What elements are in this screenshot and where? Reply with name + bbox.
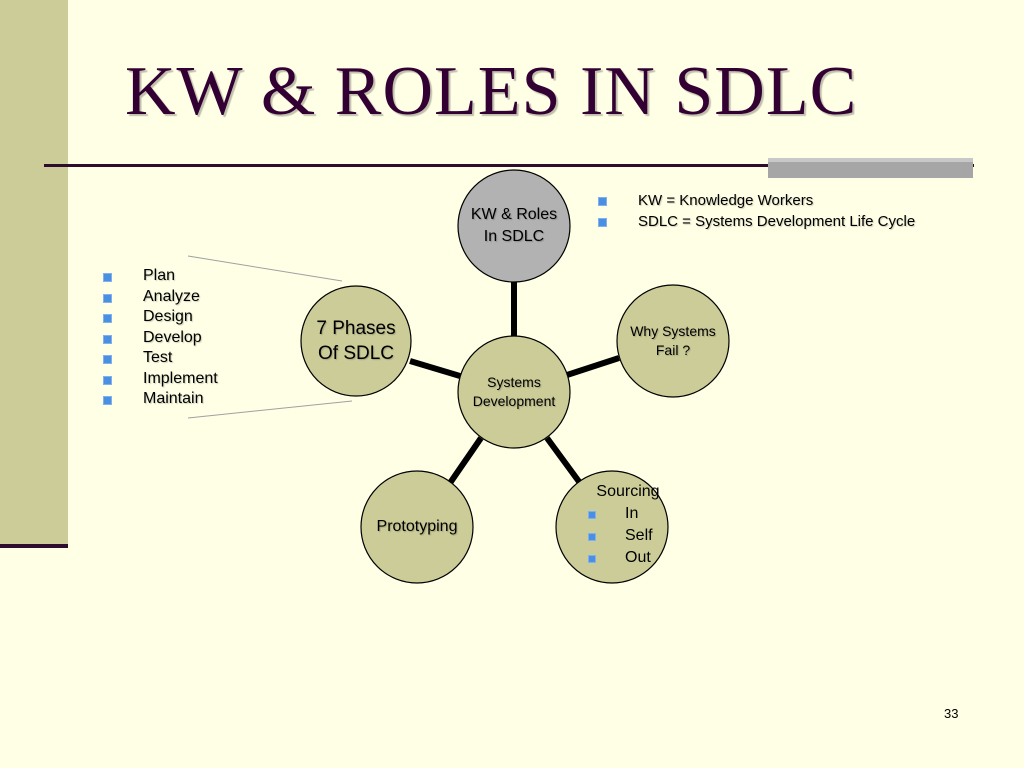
phase-item: Develop: [103, 328, 218, 349]
phase-item: Implement: [103, 369, 218, 390]
phases-list: Plan Analyze Design Develop Test Impleme…: [103, 266, 218, 410]
definition-sdlc: SDLC = Systems Development Life Cycle: [598, 211, 915, 232]
label-systems-development: Systems Development: [472, 374, 556, 409]
connector-left: [409, 358, 461, 379]
callout-line-bottom: [187, 400, 353, 419]
phase-item: Plan: [103, 266, 218, 287]
slide-title: KW & ROLES IN SDLC: [125, 53, 858, 130]
label-kw-roles: KW & Roles In SDLC: [470, 206, 558, 245]
label-prototyping: Prototyping: [376, 518, 458, 535]
node-seven-phases: [300, 285, 412, 397]
label-seven-phases: 7 Phases Of SDLC: [316, 318, 396, 364]
connector-bottom-right: [544, 436, 583, 485]
node-systems-development: [457, 335, 571, 449]
phase-item: Design: [103, 307, 218, 328]
callout-line-top: [187, 255, 343, 282]
label-sourcing: Sourcing In Self Out: [583, 481, 673, 569]
phase-item: Maintain: [103, 389, 218, 410]
sourcing-title: Sourcing: [596, 483, 660, 500]
page-number: 33: [944, 706, 959, 721]
phase-item: Test: [103, 348, 218, 369]
sourcing-option: Self: [583, 525, 673, 547]
sourcing-option: In: [583, 503, 673, 525]
connector-right: [566, 355, 620, 378]
title-underline: [44, 164, 974, 167]
phase-item: Analyze: [103, 287, 218, 308]
connector-bottom-left: [447, 436, 484, 485]
definition-kw: KW = Knowledge Workers: [598, 190, 915, 211]
node-why-systems-fail: [616, 284, 730, 398]
title-underline-accent: [768, 158, 973, 178]
title-underline-accent-highlight: [768, 158, 973, 162]
sourcing-options: In Self Out: [583, 503, 673, 569]
node-prototyping: [360, 470, 474, 584]
node-kw-roles: [457, 169, 571, 283]
left-sidebar-rule: [0, 544, 68, 548]
sourcing-option: Out: [583, 547, 673, 569]
definitions-list: KW = Knowledge Workers SDLC = Systems De…: [598, 190, 915, 232]
node-sourcing: [555, 470, 669, 584]
left-sidebar-bar: [0, 0, 68, 545]
label-why-systems-fail: Why Systems Fail ?: [630, 323, 716, 358]
